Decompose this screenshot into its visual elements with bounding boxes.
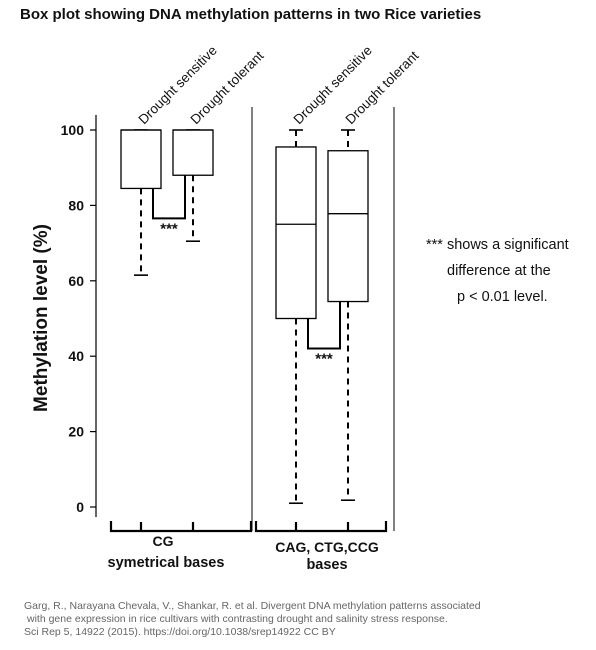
- box-2-2-iqr-box: [327, 150, 369, 303]
- y-tick-label-0: 0: [76, 499, 84, 515]
- significance-note: *** shows a significant difference at th…: [420, 232, 596, 310]
- group-code-2: CAG, CTG,CCG: [275, 539, 379, 555]
- note-line-2: difference at the: [447, 263, 551, 279]
- group-code-1: CG: [153, 533, 174, 549]
- y-tick-label-60: 60: [68, 273, 84, 289]
- citation-line-1: Garg, R., Narayana Chevala, V., Shankar,…: [24, 600, 481, 612]
- group-label-2: bases: [306, 557, 347, 573]
- box-2-1-iqr-box: [275, 146, 317, 320]
- y-tick-label-100: 100: [61, 122, 85, 138]
- y-tick-label-40: 40: [68, 348, 84, 364]
- x-brace-1: [109, 521, 253, 533]
- group-label-1: symetrical bases: [108, 555, 225, 571]
- y-axis-label: Methylation level (%): [31, 224, 52, 412]
- citation-line-2: with gene expression in rice cultivars w…: [27, 613, 448, 625]
- significance-bracket-1: [152, 175, 186, 220]
- chart-title: Box plot showing DNA methylation pattern…: [20, 6, 482, 23]
- box-1-1-iqr-box: [120, 129, 162, 190]
- x-brace-2: [254, 521, 388, 533]
- significance-stars-2: ***: [315, 351, 333, 368]
- significance-stars-1: ***: [160, 220, 178, 237]
- y-tick-label-80: 80: [68, 197, 84, 213]
- box-1-2-iqr-box: [172, 129, 214, 176]
- citation-line-3: Sci Rep 5, 14922 (2015). https://doi.org…: [24, 626, 336, 638]
- citation: Garg, R., Narayana Chevala, V., Shankar,…: [24, 600, 481, 639]
- significance-bracket-2: [307, 301, 341, 350]
- note-line-3: p < 0.01 level.: [457, 289, 548, 305]
- note-line-1: *** shows a significant: [426, 237, 569, 253]
- y-tick-label-20: 20: [68, 424, 84, 440]
